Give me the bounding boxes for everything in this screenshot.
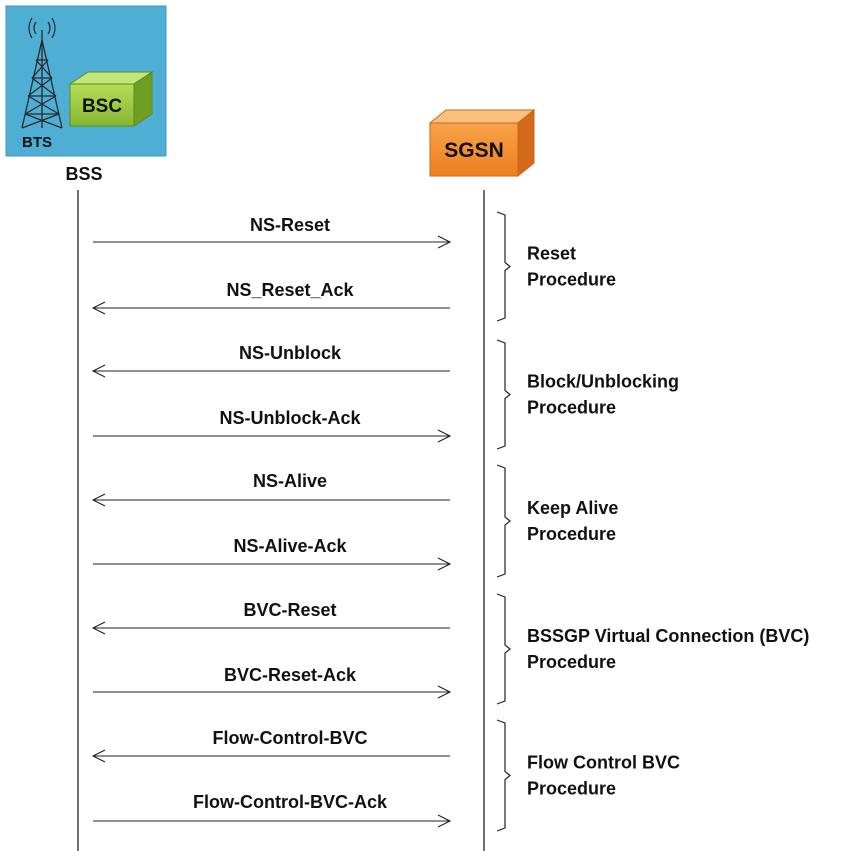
bracket-icon xyxy=(496,593,511,705)
procedure-bvc: BSSGP Virtual Connection (BVC) Procedure xyxy=(496,593,809,705)
procedure-subtitle: Procedure xyxy=(527,398,616,418)
message-label: BVC-Reset xyxy=(243,600,336,620)
message-ns-alive: NS-Alive xyxy=(91,471,450,507)
bts-label: BTS xyxy=(22,134,52,151)
message-bvc-reset: BVC-Reset xyxy=(91,600,450,635)
message-label: NS-Unblock xyxy=(239,343,342,363)
message-ns-unblock: NS-Unblock xyxy=(91,343,450,378)
message-ns-reset: NS-Reset xyxy=(93,215,452,249)
message-ns-reset-ack: NS_Reset_Ack xyxy=(91,280,450,315)
antenna-signal-icon xyxy=(28,17,56,39)
sgsn-label: SGSN xyxy=(444,139,504,162)
message-label: BVC-Reset-Ack xyxy=(224,665,357,685)
arrow-right-icon xyxy=(437,685,452,699)
message-flow-control-bvc: Flow-Control-BVC xyxy=(91,728,450,763)
arrow-right-icon xyxy=(437,557,452,571)
bss-icon-panel: BSC BTS xyxy=(5,5,167,157)
message-label: NS_Reset_Ack xyxy=(226,280,354,300)
procedure-subtitle: Procedure xyxy=(527,779,616,799)
arrow-left-icon xyxy=(91,493,106,507)
message-label: NS-Reset xyxy=(250,215,330,235)
bts-tower-icon xyxy=(21,30,63,129)
bracket-icon xyxy=(496,339,511,450)
procedure-title: Block/Unblocking xyxy=(527,372,679,392)
message-label: NS-Alive xyxy=(253,471,327,491)
message-label: Flow-Control-BVC xyxy=(213,728,368,748)
procedure-title: BSSGP Virtual Connection (BVC) xyxy=(527,626,809,646)
procedure-title: Keep Alive xyxy=(527,498,618,518)
procedure-title: Reset xyxy=(527,244,576,264)
message-label: Flow-Control-BVC-Ack xyxy=(193,792,388,812)
bss-label: BSS xyxy=(65,164,102,184)
arrow-left-icon xyxy=(91,749,106,763)
procedure-subtitle: Procedure xyxy=(527,652,616,672)
procedure-flow-control: Flow Control BVC Procedure xyxy=(496,719,680,832)
procedure-group: ResetProcedureBlock/UnblockingProcedureK… xyxy=(496,211,809,832)
arrow-right-icon xyxy=(437,235,452,249)
message-ns-unblock-ack: NS-Unblock-Ack xyxy=(93,408,452,443)
bracket-icon xyxy=(496,464,511,578)
bracket-icon xyxy=(496,719,511,832)
arrow-left-icon xyxy=(91,364,106,378)
message-label: NS-Alive-Ack xyxy=(233,536,347,556)
message-bvc-reset-ack: BVC-Reset-Ack xyxy=(93,665,452,699)
message-flow-control-bvc-ack: Flow-Control-BVC-Ack xyxy=(93,792,452,828)
arrow-left-icon xyxy=(91,301,106,315)
message-ns-alive-ack: NS-Alive-Ack xyxy=(93,536,452,571)
arrow-left-icon xyxy=(91,621,106,635)
bsc-label: BSC xyxy=(82,96,122,117)
bracket-icon xyxy=(496,211,511,322)
message-label: NS-Unblock-Ack xyxy=(219,408,361,428)
message-group: NS-ResetNS_Reset_AckNS-UnblockNS-Unblock… xyxy=(91,215,452,828)
procedure-title: Flow Control BVC xyxy=(527,753,680,773)
bsc-box-icon: BSC xyxy=(68,71,154,127)
arrow-right-icon xyxy=(437,429,452,443)
arrow-right-icon xyxy=(437,814,452,828)
sgsn-node: SGSN xyxy=(428,108,536,178)
procedure-subtitle: Procedure xyxy=(527,524,616,544)
procedure-subtitle: Procedure xyxy=(527,270,616,290)
